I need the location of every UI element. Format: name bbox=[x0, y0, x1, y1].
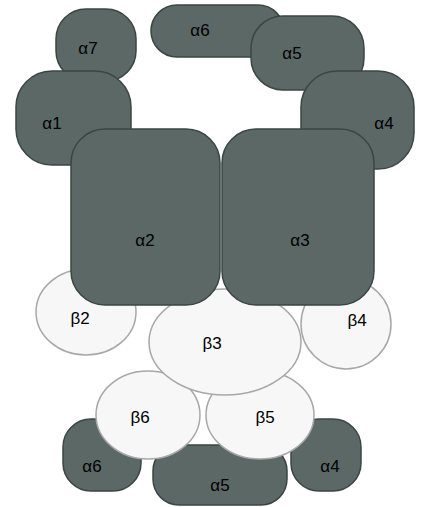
subunit-label: α1 bbox=[42, 115, 61, 132]
subunit-outline bbox=[301, 279, 391, 369]
subunit-outline bbox=[153, 445, 287, 505]
subunit-label: α4 bbox=[320, 458, 339, 475]
subunit-outline bbox=[291, 419, 361, 491]
subunit-label: α7 bbox=[78, 40, 97, 57]
subunit-label: β5 bbox=[255, 409, 274, 426]
subunit-label: α5 bbox=[282, 45, 301, 62]
subunit-label: β3 bbox=[202, 335, 221, 352]
subunit-label: α6 bbox=[82, 458, 101, 475]
alpha-subunit: α3 bbox=[221, 128, 375, 306]
subunit-shape bbox=[70, 128, 221, 306]
subunit-outline bbox=[96, 371, 200, 459]
subunit-label: β4 bbox=[347, 312, 366, 329]
subunit-label: α3 bbox=[290, 232, 309, 249]
subunit-label: α6 bbox=[190, 22, 209, 39]
subunit-label: α2 bbox=[135, 232, 154, 249]
subunit-label: β6 bbox=[130, 409, 149, 426]
subunit-outline bbox=[222, 129, 374, 305]
subunit-label: α5 bbox=[210, 477, 229, 494]
subunit-shape bbox=[221, 128, 375, 306]
alpha-subunit: α2 bbox=[70, 128, 221, 306]
subunit-outline bbox=[56, 9, 136, 81]
subunit-outline bbox=[63, 419, 141, 491]
subunit-label: β2 bbox=[70, 310, 89, 327]
subunit-label: α4 bbox=[374, 115, 393, 132]
subunit-outline bbox=[36, 269, 136, 355]
subunit-outline bbox=[206, 371, 314, 459]
subunit-outline bbox=[149, 289, 301, 395]
subunit-outline bbox=[71, 129, 220, 305]
